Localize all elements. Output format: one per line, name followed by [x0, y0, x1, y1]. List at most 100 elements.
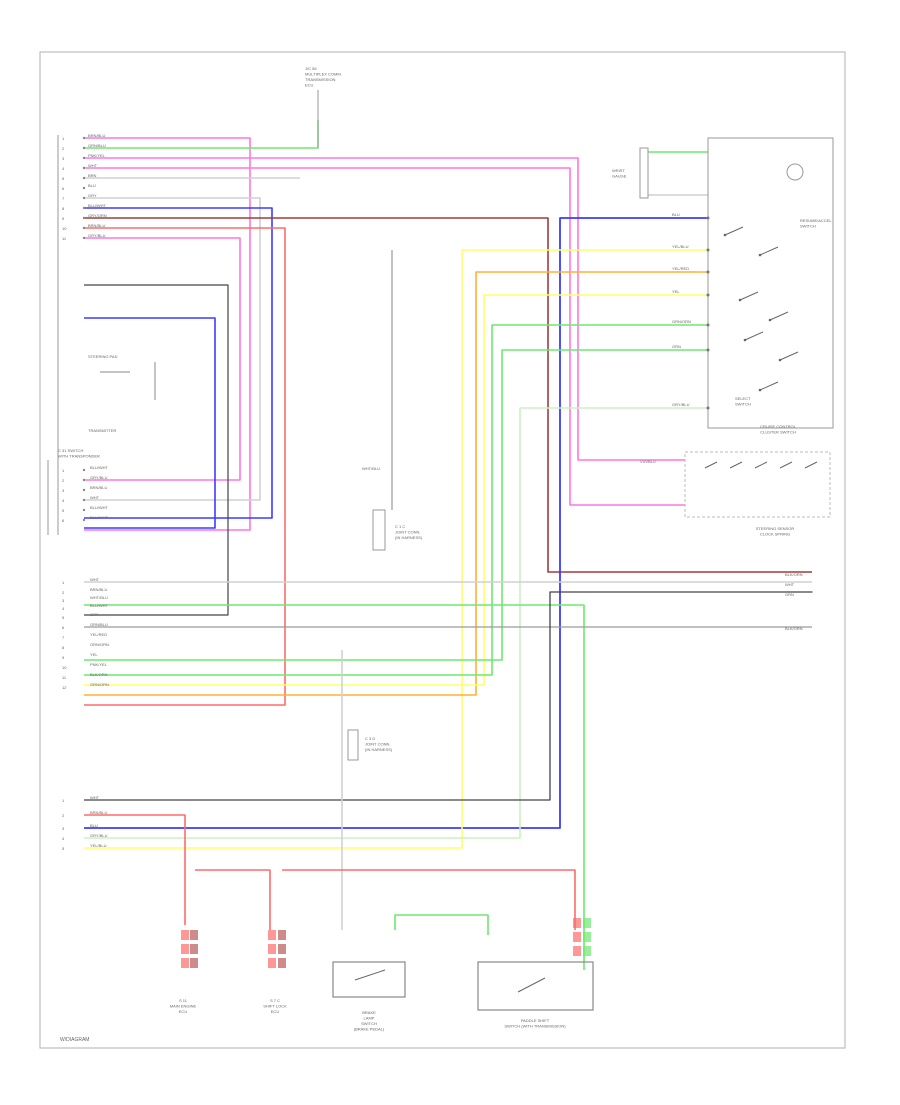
pin-number: 3	[62, 488, 65, 493]
pin-dot	[82, 206, 86, 210]
pin-number: 2	[62, 478, 65, 483]
gauge-connector	[639, 147, 649, 199]
wire-code-label: GRY/ORN	[88, 213, 107, 218]
right-wire-code: GRY/BLU	[672, 402, 690, 407]
pin-dot	[82, 176, 86, 180]
connector-stub	[583, 918, 591, 928]
pin-number: 3	[62, 598, 65, 603]
connector-stub	[181, 930, 189, 940]
right-wire-code: YEL	[672, 289, 680, 294]
right-pin	[706, 293, 710, 297]
connector-stub	[573, 918, 581, 928]
connector-stub	[268, 958, 276, 968]
pin-number: 1	[62, 136, 65, 141]
right-wire-code: YEL/RED	[672, 266, 689, 271]
footer-code: W/DIAGRAM	[60, 1037, 89, 1043]
bottom-label-3: SWITCH	[361, 1021, 377, 1026]
pin-dot	[82, 136, 86, 140]
pin-number: 10	[62, 665, 67, 670]
wire-code-label: BLU/WHT	[90, 515, 109, 520]
bottom-label-4: PADDLE SHIFT	[521, 1018, 550, 1023]
joint-connector	[347, 729, 359, 761]
right-pin	[706, 348, 710, 352]
bottom-label-2: ECU	[271, 1009, 280, 1014]
bottom-label-1: S 11	[179, 998, 188, 1003]
switch-contact	[754, 461, 768, 469]
connector-stub	[573, 946, 581, 956]
right-output-label: GRN	[785, 592, 794, 597]
pin-dot	[82, 226, 86, 230]
switch-pivot	[723, 233, 727, 237]
connector-stub	[190, 930, 198, 940]
steering-sensor-label: CLOCK SPRING	[760, 532, 790, 537]
switch-contact	[779, 461, 793, 469]
right-pin	[706, 248, 710, 252]
wire-code-label: BRN/BLU	[88, 223, 105, 228]
diagram-border	[39, 51, 846, 1049]
pin-number: 4	[62, 606, 65, 611]
pin-number: 6	[62, 518, 65, 523]
brake-switch-contact	[354, 969, 386, 981]
wire-black-down	[84, 284, 229, 616]
switch-contact	[724, 226, 744, 236]
wire-green-1	[84, 324, 708, 676]
wire-red-bottom	[84, 814, 186, 925]
switch-contact	[704, 461, 718, 469]
cruise-main-label: CRUISE CONTROL	[760, 424, 797, 429]
connector-stub	[583, 932, 591, 942]
wire-code-label: BRN/BLU	[90, 587, 107, 592]
pin-dot	[82, 216, 86, 220]
left-connector-title: WITH TRANSPONDER	[58, 454, 100, 459]
wire-code-label: YEL/BLU	[90, 843, 107, 848]
wire-code-label: ORN/GRN	[90, 642, 109, 647]
pin-dot	[82, 166, 86, 170]
transmitter-caption: TRANSMITTER	[88, 428, 117, 433]
pin-dot	[82, 488, 86, 492]
bottom-label-3: (BRAKE PEDAL)	[354, 1027, 385, 1032]
connector-stub	[181, 944, 189, 954]
switch-pivot	[758, 253, 762, 257]
bottom-label-3: BRAKE	[362, 1010, 376, 1015]
wire-green-2	[84, 349, 708, 661]
wire-code-label: WHT	[90, 795, 100, 800]
connector-stub	[181, 958, 189, 968]
component-layer	[47, 90, 834, 1011]
wire-pink-long-2	[84, 167, 685, 506]
top-connector-label: ECU	[305, 83, 314, 88]
connector-stub	[268, 930, 276, 940]
wrist-gauge-label: WRIST	[612, 168, 625, 173]
connector-stub	[190, 958, 198, 968]
switch-contact	[759, 381, 779, 391]
pin-number: 11	[62, 675, 67, 680]
joint-connector	[372, 509, 386, 551]
connector-stub	[278, 944, 286, 954]
wire-code-label: GRN/BLU	[88, 143, 106, 148]
pin-dot	[82, 478, 86, 482]
switch-label: RESUME/ACCEL	[800, 218, 832, 223]
bottom-label-2: SHIFT LOCK	[263, 1004, 287, 1009]
bottom-label-2: S 7 C	[270, 998, 280, 1003]
wire-code-label: WHT/BLU	[90, 595, 108, 600]
pin-dot	[82, 468, 86, 472]
pin-number: 12	[62, 685, 67, 690]
switch-pivot	[738, 298, 742, 302]
pin-dot	[82, 498, 86, 502]
right-wire-code: YEL/BLU	[672, 244, 689, 249]
right-output-label: BLK/ORN	[785, 572, 803, 577]
top-connector-label: TRANSMISSION	[305, 77, 336, 82]
pin-number: 3	[62, 826, 65, 831]
wire-code-label: PNK/YEL	[90, 662, 108, 667]
paddle-switch-box	[477, 961, 594, 1011]
switch-contact	[769, 311, 789, 321]
pin-number: 4	[62, 166, 65, 171]
wire-code-label: BRN/BLU	[88, 133, 105, 138]
wire-code-label: BRN/BLU	[90, 810, 107, 815]
wire-code-label: BRN/BLU	[90, 485, 107, 490]
right-output-label: WHT	[785, 582, 795, 587]
switch-contact	[779, 351, 799, 361]
pin-number: 3	[62, 156, 65, 161]
wire-green-top	[84, 120, 319, 149]
brake-switch-box	[332, 961, 406, 998]
wrist-gauge-label: GAUGE	[612, 174, 627, 179]
